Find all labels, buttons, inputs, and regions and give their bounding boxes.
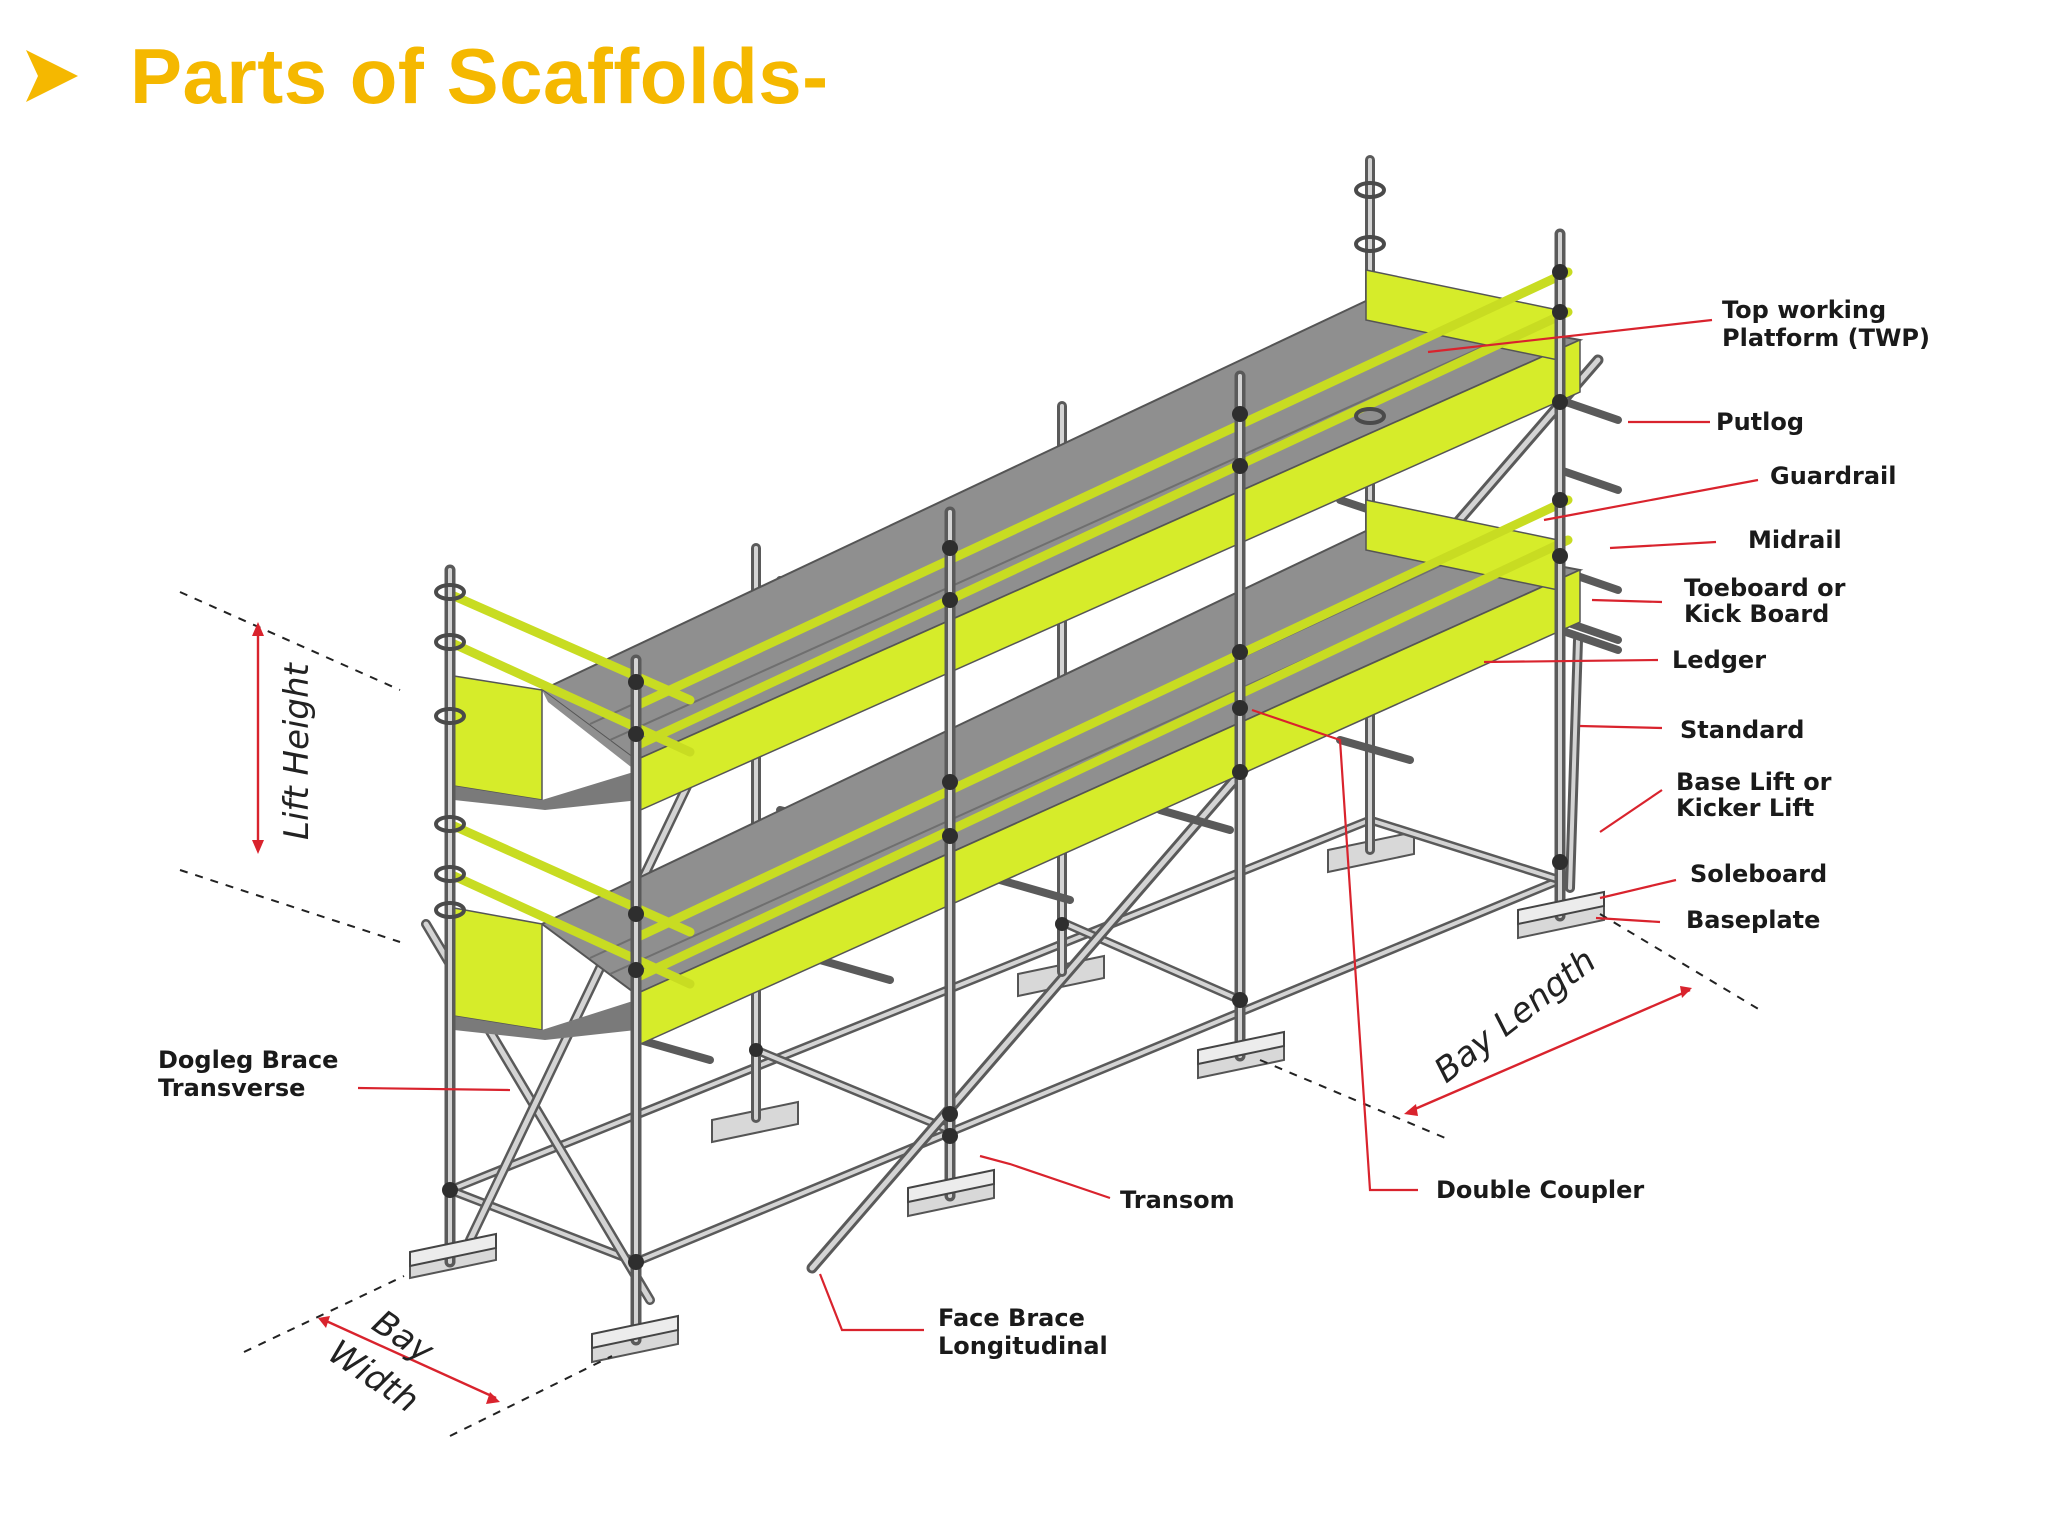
label-top-working-platform-2: Platform (TWP) bbox=[1722, 324, 1930, 352]
leader-lines bbox=[357, 318, 1759, 1332]
label-standard: Standard bbox=[1680, 716, 1804, 744]
label-soleboard: Soleboard bbox=[1690, 860, 1827, 888]
label-putlog: Putlog bbox=[1716, 408, 1804, 436]
label-bay-length: Bay Length bbox=[1427, 941, 1604, 1091]
label-toeboard: Toeboard or bbox=[1684, 574, 1846, 602]
standard-top-clamps bbox=[434, 181, 1386, 919]
label-dogleg-brace-2: Transverse bbox=[158, 1074, 305, 1102]
label-face-brace-2: Longitudinal bbox=[938, 1332, 1108, 1360]
base-lift-tubes bbox=[421, 354, 1604, 1305]
label-baseplate: Baseplate bbox=[1686, 906, 1820, 934]
couplers bbox=[442, 264, 1568, 1270]
label-toeboard-2: Kick Board bbox=[1684, 600, 1829, 628]
part-labels: Top working Platform (TWP) Putlog Guardr… bbox=[158, 296, 1930, 1360]
title-text: Parts of Scaffolds- bbox=[130, 31, 829, 120]
label-midrail: Midrail bbox=[1748, 526, 1842, 554]
baseplates bbox=[409, 890, 1605, 1350]
label-transom: Transom bbox=[1120, 1186, 1235, 1214]
label-ledger: Ledger bbox=[1672, 646, 1766, 674]
arrow-bullet-icon bbox=[26, 50, 78, 102]
label-base-lift-2: Kicker Lift bbox=[1676, 794, 1814, 822]
label-lift-height: Lift Height bbox=[277, 661, 317, 840]
label-guardrail: Guardrail bbox=[1770, 462, 1896, 490]
label-face-brace: Face Brace bbox=[938, 1304, 1085, 1332]
guardrails bbox=[449, 267, 1573, 989]
standards-front bbox=[444, 228, 1566, 1346]
slide-title: Parts of Scaffolds- bbox=[22, 28, 829, 124]
label-double-coupler: Double Coupler bbox=[1436, 1176, 1644, 1204]
label-top-working-platform: Top working bbox=[1722, 296, 1886, 324]
top-working-platform bbox=[453, 269, 1584, 814]
label-dogleg-brace: Dogleg Brace bbox=[158, 1046, 338, 1074]
label-base-lift: Base Lift or bbox=[1676, 768, 1832, 796]
dimension-lines bbox=[179, 591, 1761, 1437]
